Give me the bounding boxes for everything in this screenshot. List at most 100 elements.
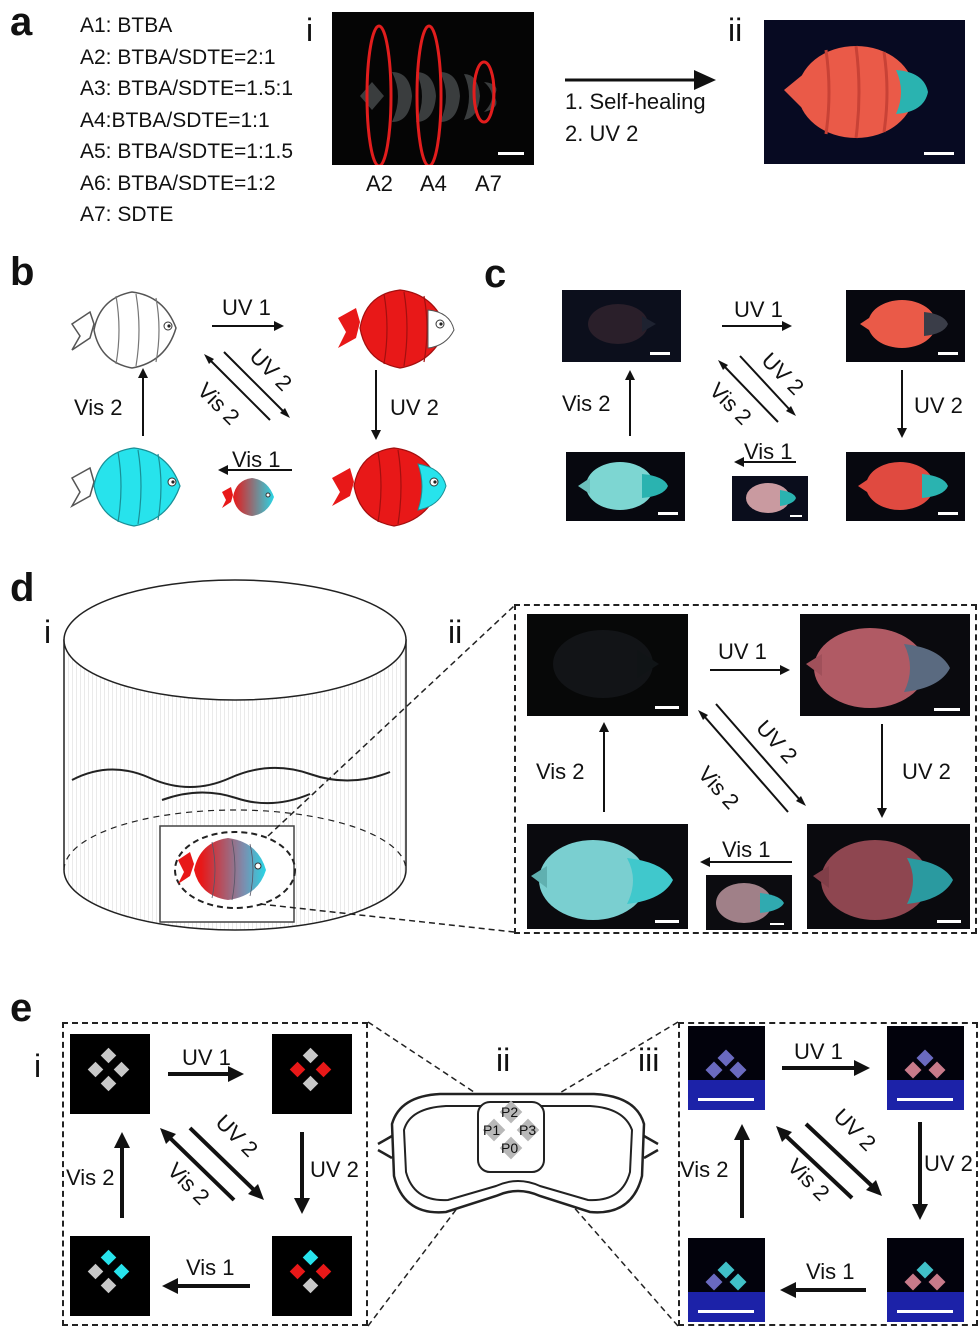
arrow-label-vis1: Vis 1 (806, 1259, 855, 1284)
legend-item: A3: BTBA/SDTE=1.5:1 (80, 77, 294, 100)
arrow-label-vis1: Vis 1 (744, 439, 793, 464)
photo-d-red (800, 614, 970, 716)
subpanel-a-ii: ii (728, 12, 743, 48)
photo-e-iii-redcyan (887, 1238, 964, 1322)
scale-bar (897, 1098, 953, 1101)
arrow-label-vis2: Vis 2 (562, 391, 611, 416)
arrow-label-vis2: Vis 2 (66, 1165, 115, 1190)
photo-e-iii-cyan (688, 1238, 765, 1322)
step-uv2: 2. UV 2 (565, 121, 639, 146)
photo-e-iii-red (887, 1026, 964, 1110)
arrow-label-uv1: UV 1 (794, 1039, 843, 1064)
left-cycle-box (62, 1022, 368, 1326)
arrow-label-vis2: Vis 2 (680, 1157, 729, 1182)
subpanel-e-i: i (34, 1048, 42, 1084)
panel-label-a: a (10, 0, 33, 44)
photo-a-ii (764, 20, 965, 164)
sample-label-a7: A7 (475, 171, 502, 196)
photo-c-redcyan (846, 452, 965, 521)
point-label-p2: P2 (501, 1104, 519, 1120)
gradient-fish-tank (178, 838, 266, 901)
scale-bar (655, 920, 679, 923)
red-fish (338, 289, 455, 369)
photo-c-cyan (566, 452, 685, 521)
photo-d-small (706, 875, 792, 930)
scale-bar (934, 708, 960, 711)
arrow-label-uv1: UV 1 (734, 297, 783, 322)
arrow-label-vis1: Vis 1 (232, 447, 281, 472)
legend-item: A1: BTBA (80, 14, 173, 37)
photo-e-i-red (272, 1034, 352, 1114)
photo-d-cyan (527, 824, 688, 929)
legend-item: A7: SDTE (80, 203, 174, 226)
subpanel-e-iii: iii (638, 1042, 660, 1078)
outline-fish (70, 291, 177, 369)
subpanel-d-i: i (44, 614, 52, 650)
photo-e-i-cyan (70, 1236, 150, 1316)
arrow-label-uv2: UV 2 (902, 759, 951, 784)
sample-label-a4: A4 (420, 171, 447, 196)
arrow-label-uv2: UV 2 (390, 395, 439, 420)
scale-bar (698, 1098, 754, 1101)
sample-label-a2: A2 (366, 171, 393, 196)
legend-item: A6: BTBA/SDTE=1:2 (80, 171, 276, 195)
arrow-label-vis1: Vis 1 (722, 837, 771, 862)
photo-a-i (332, 12, 534, 165)
arrow-label-uv2: UV 2 (914, 393, 963, 418)
arrow-label-uv1: UV 1 (182, 1045, 231, 1070)
panel-label-c: c (484, 252, 507, 296)
gradient-fish-small (222, 478, 274, 516)
arrow-label-uv2: UV 2 (924, 1151, 973, 1176)
right-cycle-box (678, 1022, 978, 1326)
arrow-label-uv1: UV 1 (718, 639, 767, 664)
panel-label-d: d (10, 566, 35, 610)
scale-bar (938, 512, 958, 515)
arrow-label-vis2: Vis 2 (74, 395, 123, 420)
scale-bar (770, 923, 784, 925)
scale-bar (897, 1310, 953, 1313)
point-label-p1: P1 (483, 1122, 501, 1138)
photo-d-dark (527, 614, 688, 716)
photo-c-small (732, 476, 808, 521)
point-label-p3: P3 (519, 1122, 537, 1138)
sample-legend: A1: BTBA A2: BTBA/SDTE=2:1 A3: BTBA/SDTE… (80, 10, 293, 231)
point-label-p0: P0 (501, 1140, 519, 1156)
scale-bar (658, 512, 678, 515)
scale-bar (924, 152, 954, 155)
red-fish-cyan-face (332, 447, 447, 527)
panel-label-e: e (10, 986, 33, 1030)
photo-d-redcyan (807, 824, 970, 929)
photo-c-red (846, 290, 965, 362)
arrow-label-vis2: Vis 2 (536, 759, 585, 784)
arrow-label-uv2: UV 2 (310, 1157, 359, 1182)
legend-item: A5: BTBA/SDTE=1:1.5 (80, 140, 294, 163)
subpanel-d-ii: ii (448, 614, 463, 650)
photo-e-iii-blue (688, 1026, 765, 1110)
panel-label-b: b (10, 250, 35, 294)
subpanel-a-i: i (306, 12, 314, 48)
legend-item: A4:BTBA/SDTE=1:1 (80, 108, 270, 132)
photo-e-i-gray (70, 1034, 150, 1114)
healed-fish-photo (784, 45, 928, 139)
step-self-healing: 1. Self-healing (565, 89, 706, 114)
scale-bar (650, 352, 670, 355)
scale-bar (938, 352, 958, 355)
legend-item: A2: BTBA/SDTE=2:1 (80, 45, 276, 69)
scale-bar (698, 1310, 754, 1313)
photo-e-i-redcyan (272, 1236, 352, 1316)
arrow-label-uv1: UV 1 (222, 295, 271, 320)
magnified-cycle-box (514, 604, 977, 934)
scale-bar (790, 515, 802, 517)
arrow-label-vis1: Vis 1 (186, 1255, 235, 1280)
cyan-fish (70, 447, 181, 527)
scale-bar (498, 152, 524, 155)
photo-c-dark (562, 290, 681, 362)
subpanel-e-ii: ii (496, 1042, 511, 1078)
